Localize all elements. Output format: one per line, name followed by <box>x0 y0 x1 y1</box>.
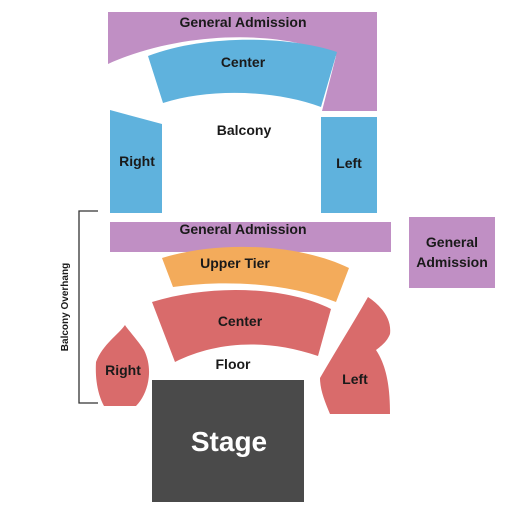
label-side-general-admission-line2: Admission <box>416 254 488 270</box>
label-balcony-center: Center <box>221 54 266 70</box>
section-upper-tier[interactable] <box>162 246 349 302</box>
section-balcony-left[interactable] <box>321 117 377 213</box>
section-balcony-center[interactable] <box>148 39 337 107</box>
label-stage: Stage <box>191 426 267 457</box>
label-balcony-right: Right <box>119 153 155 169</box>
section-side-general-admission[interactable] <box>409 217 495 288</box>
label-balcony-area: Balcony <box>217 122 272 138</box>
section-floor-center[interactable] <box>152 289 331 362</box>
label-balcony-left: Left <box>336 155 362 171</box>
balcony-overhang-bracket <box>78 210 98 404</box>
section-floor-left[interactable] <box>320 297 391 414</box>
label-balcony-overhang: Balcony Overhang <box>60 263 71 351</box>
label-floor-area: Floor <box>216 356 252 372</box>
label-balcony-general-admission: General Admission <box>179 14 306 30</box>
label-upper-tier: Upper Tier <box>200 255 270 271</box>
section-floor-right[interactable] <box>95 325 150 406</box>
section-balcony-general-admission[interactable] <box>108 12 377 111</box>
label-floor-center: Center <box>218 313 263 329</box>
label-floor-left: Left <box>342 371 368 387</box>
label-floor-right: Right <box>105 362 141 378</box>
label-floor-general-admission: General Admission <box>179 221 306 237</box>
label-side-general-admission-line1: General <box>426 234 478 250</box>
stage <box>152 380 304 502</box>
section-balcony-right[interactable] <box>110 110 162 213</box>
